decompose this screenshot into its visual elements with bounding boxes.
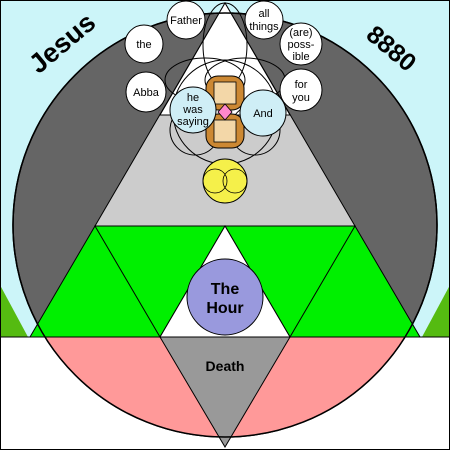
word-he: he: [187, 92, 199, 104]
left-green-corner: [0, 285, 28, 337]
death-label: Death: [206, 358, 245, 374]
the-hour-line2: Hour: [206, 300, 243, 317]
and-circle: [239, 89, 287, 137]
word-was: was: [182, 104, 203, 116]
figures-icon: [205, 75, 245, 149]
the-hour-circle: [186, 258, 264, 336]
the-circle: [124, 24, 164, 64]
yellow-rosette-icon: [202, 158, 248, 204]
word-you: you: [292, 92, 310, 104]
he-was-saying-circle: [169, 86, 217, 134]
abba-circle: [125, 71, 167, 113]
word-poss: poss-: [288, 39, 315, 51]
word-ible: ible: [292, 51, 309, 63]
are-possible-circle: [279, 22, 323, 66]
word-all: all: [258, 8, 269, 20]
word-saying: saying: [177, 116, 209, 128]
word-father: Father: [170, 15, 202, 27]
right-green-corner: [422, 285, 450, 337]
outer-circle-outline: [12, 12, 438, 438]
word-are: (are): [289, 27, 312, 39]
word-the: the: [136, 39, 151, 51]
word-abba: Abba: [133, 87, 160, 99]
all-things-circle: [244, 0, 284, 40]
for-you-circle: [279, 68, 323, 112]
word-for: for: [295, 79, 308, 91]
word-things: things: [249, 21, 279, 33]
father-circle: [166, 0, 206, 40]
the-hour-line1: The: [211, 281, 240, 298]
word-and: And: [253, 108, 273, 120]
